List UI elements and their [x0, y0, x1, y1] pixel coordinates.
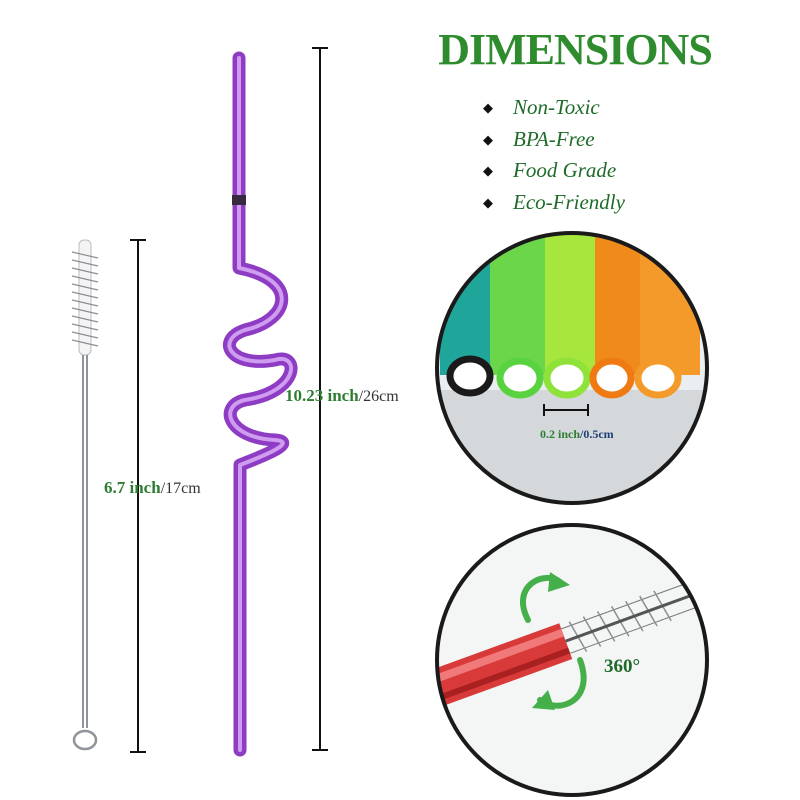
feature-label: Food Grade [513, 158, 617, 182]
straw-length-label: 10.23 inch/26cm [285, 386, 399, 406]
feature-item: ◆ Food Grade [483, 155, 625, 187]
brush-cleaning-closeup [435, 523, 709, 797]
straw-length-dimension-line [312, 47, 328, 751]
diamond-bullet-icon: ◆ [483, 194, 493, 210]
brush-length-label: 6.7 inch/17cm [104, 478, 201, 498]
brush-length-metric: /17cm [160, 480, 201, 497]
diamond-bullet-icon: ◆ [483, 163, 493, 178]
diamond-bullet-icon: ◆ [483, 100, 493, 115]
feature-label: Non-Toxic [513, 95, 600, 119]
diamond-bullet-icon: ◆ [483, 131, 493, 147]
feature-label: Eco-Friendly [513, 189, 625, 214]
cleaning-brush [71, 239, 99, 751]
straw-length-imperial: 10.23 inch [285, 386, 359, 405]
diameter-label: 0.2 inch/0.5cm [540, 427, 614, 442]
rotation-label: 360° [604, 656, 641, 677]
diameter-metric: /0.5cm [580, 427, 614, 441]
brush-length-dimension-line [130, 239, 146, 753]
page-title: DIMENSIONS [438, 25, 713, 74]
straw-length-metric: /26cm [358, 388, 399, 405]
feature-list: ◆ Non-Toxic ◆ BPA-Free ◆ Food Grade ◆ Eco-Fr… [483, 92, 625, 218]
rotate-arrow-icon [520, 572, 587, 710]
feature-item: ◆ BPA-Free [483, 124, 625, 156]
brush-length-imperial: 6.7 inch [104, 478, 161, 497]
diameter-imperial: 0.2 inch [540, 427, 581, 441]
curly-straw [223, 51, 298, 757]
feature-item: ◆ Eco-Friendly [483, 187, 625, 219]
feature-item: ◆ Non-Toxic [483, 92, 625, 124]
straw-diameter-closeup [435, 231, 709, 505]
feature-label: BPA-Free [513, 126, 595, 151]
